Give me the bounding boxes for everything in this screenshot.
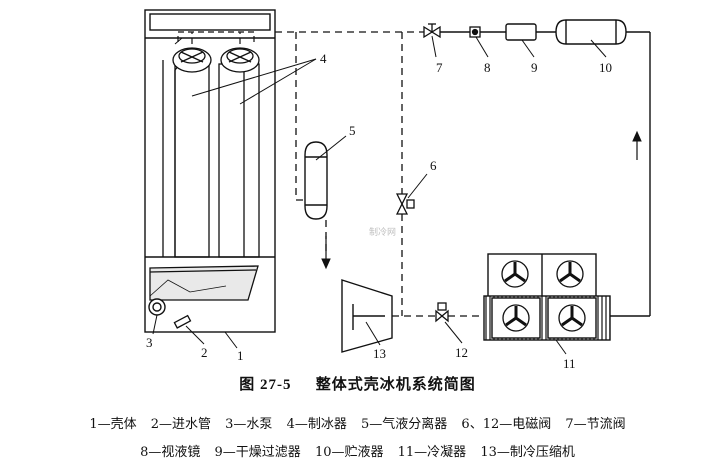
- dryer-filter: [505, 23, 537, 41]
- condenser-fan-2: [556, 260, 584, 288]
- liquid-line: [436, 31, 651, 317]
- label-separator: 5: [349, 123, 356, 138]
- ice-maker: [162, 60, 260, 258]
- legend-item: 4—制冰器: [286, 417, 347, 432]
- flow-arrow-down: [321, 236, 331, 270]
- top-manifold: [177, 31, 255, 44]
- water-pump: [148, 298, 166, 316]
- legend-item: 8—视液镜: [140, 445, 201, 460]
- label-condenser: 11: [563, 356, 576, 370]
- figure-number: 图 27-5: [239, 377, 292, 393]
- label-inlet-pipe: 2: [201, 345, 208, 360]
- label-sight-glass: 8: [484, 60, 491, 75]
- system-diagram: 4 5 6 7 8 9 10 12 11 13 1 2 3 制冷网: [144, 9, 651, 370]
- sight-glass: [469, 26, 481, 38]
- legend-item: 5—气液分离器: [361, 417, 448, 432]
- legend-line-2: 8—视液镜 9—干燥过滤器 10—贮液器 11—冷凝器 13—制冷压缩机: [0, 441, 715, 460]
- leader-lines: [152, 35, 607, 355]
- label-solenoid-valve-12: 12: [455, 345, 468, 360]
- condenser-fan-3: [502, 304, 530, 332]
- label-shell: 1: [237, 348, 244, 363]
- flow-arrow-up: [632, 130, 642, 160]
- label-throttle-valve: 7: [436, 60, 443, 75]
- legend-item: 1—壳体: [89, 417, 137, 432]
- inlet-pipe: [173, 314, 192, 329]
- legend-item: 9—干燥过滤器: [214, 445, 301, 460]
- throttle-valve: [423, 23, 441, 39]
- gas-liquid-separator: [304, 141, 328, 220]
- refrigerant-lines: [275, 31, 488, 317]
- legend-item: 2—进水管: [150, 417, 212, 432]
- legend-item: 3—水泵: [225, 417, 273, 432]
- label-solenoid-valve-6: 6: [430, 158, 437, 173]
- legend-item: 10—贮液器: [314, 445, 384, 460]
- label-dryer-filter: 9: [531, 60, 538, 75]
- water-trough: [149, 265, 259, 301]
- label-water-pump: 3: [146, 335, 153, 350]
- label-ice-maker: 4: [320, 51, 327, 66]
- watermark: 制冷网: [369, 226, 396, 238]
- condenser-fan-4: [558, 304, 586, 332]
- figure-title: 整体式壳冰机系统简图: [315, 375, 476, 393]
- figure-caption: 图 27-5 整体式壳冰机系统简图: [0, 373, 715, 394]
- legend-item: 6、12—电磁阀: [461, 417, 552, 432]
- legend-item: 7—节流阀: [565, 417, 626, 432]
- legend-item: 13—制冷压缩机: [480, 445, 575, 460]
- condenser-fan-1: [501, 260, 529, 288]
- legend-item: 11—冷凝器: [397, 445, 467, 460]
- solenoid-valve-12: [435, 302, 449, 323]
- receiver: [555, 19, 627, 45]
- solenoid-valve-6: [395, 193, 415, 215]
- label-compressor: 13: [373, 346, 386, 361]
- evaporator-head-right: [220, 47, 260, 73]
- compressor: [341, 279, 393, 353]
- condenser: [483, 253, 611, 341]
- evaporator-head-left: [172, 37, 212, 73]
- legend-line-1: 1—壳体 2—进水管 3—水泵 4—制冰器 5—气液分离器 6、12—电磁阀 7…: [0, 413, 715, 432]
- label-receiver: 10: [599, 60, 612, 75]
